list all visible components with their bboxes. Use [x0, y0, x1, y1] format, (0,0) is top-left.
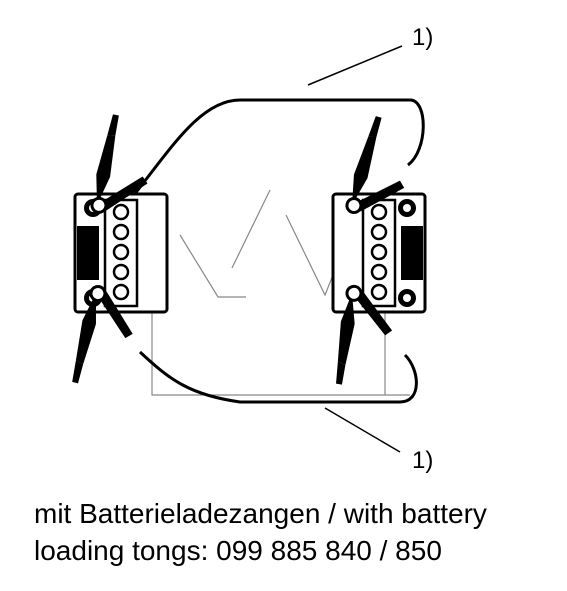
pointer-line-top [307, 45, 403, 86]
battery-icon [73, 192, 169, 314]
top-cable [128, 98, 425, 201]
footnote-marker-bottom: 1) [412, 447, 434, 474]
bottom-cable [138, 350, 418, 404]
caption-line-1: mit Batterieladezangen / with battery [34, 498, 487, 529]
footnote-marker-top: 1) [412, 24, 434, 51]
pointer-line-bottom [324, 407, 401, 453]
caption-line-2: loading tongs: 099 885 840 / 850 [34, 535, 442, 566]
battery-wiring-diagram [64, 45, 427, 453]
